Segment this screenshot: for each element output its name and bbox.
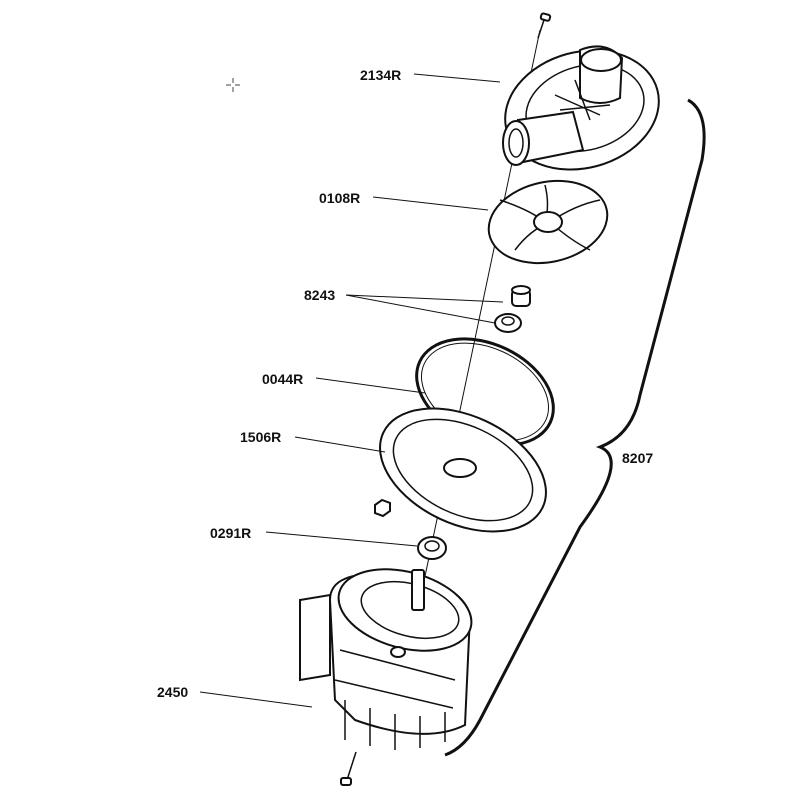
label-0044R: 0044R — [262, 371, 303, 387]
motor-2450 — [299, 568, 473, 750]
impeller-0108R — [487, 179, 609, 265]
label-2450: 2450 — [157, 684, 188, 700]
label-0291R: 0291R — [210, 525, 251, 541]
leader-lines — [199, 73, 504, 708]
label-0108R: 0108R — [319, 190, 360, 206]
bottom-screw — [340, 751, 357, 786]
seal-plate-1506R — [379, 407, 547, 533]
nut — [374, 498, 391, 518]
label-2134R: 2134R — [360, 67, 401, 83]
label-8207: 8207 — [622, 450, 653, 466]
crosshair-cursor-icon — [226, 78, 240, 92]
mechanical-seal-8243 — [494, 285, 531, 333]
label-1506R: 1506R — [240, 429, 281, 445]
top-screw — [537, 12, 552, 39]
pump-housing-2134R — [502, 45, 660, 171]
assembly-brace — [444, 98, 706, 757]
label-8243: 8243 — [304, 287, 335, 303]
bearing-0291R — [417, 536, 447, 560]
